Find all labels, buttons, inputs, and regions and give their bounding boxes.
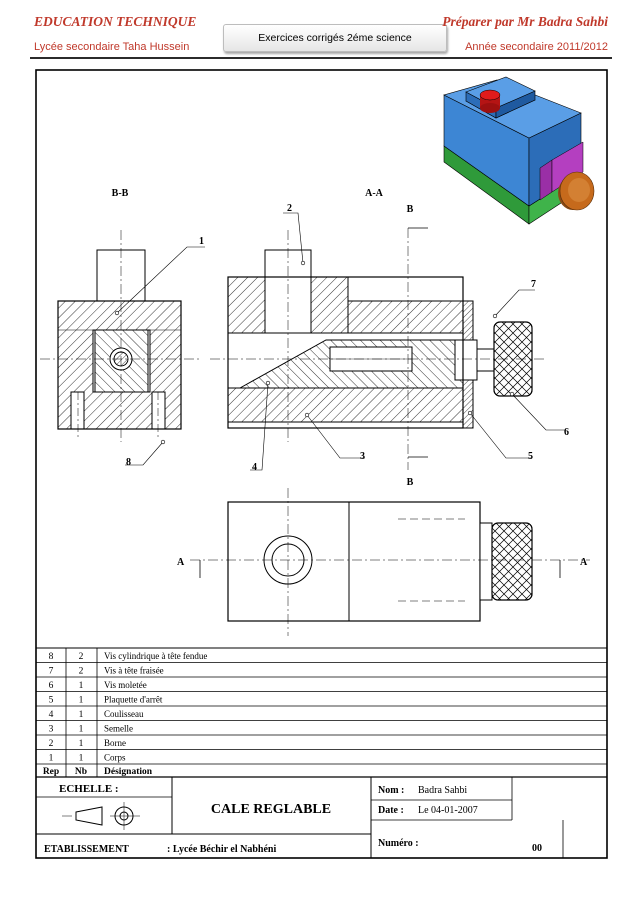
name-value: Badra Sahbi — [418, 785, 467, 796]
date-value: Le 04-01-2007 — [418, 805, 478, 816]
row-rep: 8 — [49, 652, 54, 662]
establishment-label: ETABLISSEMENT — [44, 844, 129, 855]
callout-6: 6 — [564, 427, 569, 438]
parts-list-rows: 8 2 Vis cylindrique à tête fendue 7 2 Vi… — [43, 651, 208, 777]
row-nb: 1 — [79, 725, 84, 735]
row-nb: 1 — [79, 681, 84, 691]
row-designation: Corps — [104, 753, 126, 763]
title-block — [36, 777, 564, 858]
row-designation: Coulisseau — [104, 709, 144, 719]
row-designation: Plaquette d'arrêt — [104, 695, 163, 705]
row-designation: Semelle — [104, 724, 133, 734]
table-row: 4 1 Coulisseau — [49, 709, 144, 720]
table-row: 8 2 Vis cylindrique à tête fendue — [49, 651, 208, 662]
callout-5: 5 — [528, 451, 533, 462]
row-rep: 2 — [49, 739, 54, 749]
cut-letter-b-top: B — [407, 204, 414, 215]
callout-8: 8 — [126, 457, 131, 468]
row-designation: Vis à tête fraisée — [104, 666, 164, 676]
table-row: 5 1 Plaquette d'arrêt — [49, 695, 163, 706]
number-label: Numéro : — [378, 838, 419, 849]
top-view — [190, 488, 590, 636]
row-nb: 1 — [79, 696, 84, 706]
leader-lines — [116, 212, 565, 471]
row-rep: 6 — [49, 681, 54, 691]
author: Préparer par Mr Badra Sahbi — [442, 14, 608, 29]
name-label: Nom : — [378, 785, 404, 796]
row-nb: 2 — [79, 652, 84, 662]
page-header: EDUCATION TECHNIQUE Lycée secondaire Tah… — [30, 10, 612, 59]
row-rep: 3 — [49, 725, 54, 735]
row-rep: 4 — [49, 710, 54, 720]
callout-4: 4 — [252, 462, 257, 473]
drawing-frame — [35, 69, 608, 859]
callout-7: 7 — [531, 279, 536, 290]
table-row: 7 2 Vis à tête fraisée — [49, 666, 164, 677]
header-rep: Rep — [43, 767, 59, 777]
row-designation: Vis cylindrique à tête fendue — [104, 651, 207, 661]
row-nb: 1 — [79, 754, 84, 764]
row-nb: 2 — [79, 667, 84, 677]
header-nb: Nb — [75, 767, 87, 777]
row-rep: 5 — [49, 696, 54, 706]
subject-title: EDUCATION TECHNIQUE — [34, 14, 197, 29]
cut-letter-a-right: A — [580, 557, 588, 568]
section-label-bb: B-B — [112, 188, 129, 199]
callout-1: 1 — [199, 236, 204, 247]
section-bb-view — [40, 230, 200, 442]
section-label-aa: A-A — [365, 188, 384, 199]
isometric-view — [443, 76, 595, 225]
establishment-value: : Lycée Béchir el Nabhéni — [167, 844, 276, 855]
table-row: 1 1 Corps — [49, 753, 126, 764]
row-rep: 7 — [49, 667, 54, 677]
row-rep: 1 — [49, 754, 54, 764]
exercise-label: Exercices corrigés 2éme science — [258, 32, 412, 44]
exercise-box: Exercices corrigés 2éme science — [223, 24, 447, 52]
callout-3: 3 — [360, 451, 365, 462]
table-row: 6 1 Vis moletée — [49, 680, 147, 691]
school-name: Lycée secondaire Taha Hussein — [34, 41, 190, 53]
cut-letter-a-left: A — [177, 557, 185, 568]
row-nb: 1 — [79, 739, 84, 749]
header-divider — [30, 57, 612, 59]
drawing-title: CALE REGLABLE — [211, 802, 331, 817]
section-aa-view — [210, 227, 545, 470]
scale-label: ECHELLE : — [59, 783, 119, 795]
callout-2: 2 — [287, 203, 292, 214]
table-row: 3 1 Semelle — [49, 724, 133, 735]
projection-symbol — [62, 802, 140, 830]
table-row: 2 1 Borne — [49, 738, 126, 749]
cut-letter-b-bottom: B — [407, 477, 414, 488]
date-label: Date : — [378, 805, 404, 816]
header-designation: Désignation — [104, 767, 153, 777]
row-nb: 1 — [79, 710, 84, 720]
row-designation: Vis moletée — [104, 680, 147, 690]
row-designation: Borne — [104, 738, 126, 748]
number-value: 00 — [532, 843, 542, 854]
school-year: Année secondaire 2011/2012 — [465, 41, 608, 53]
